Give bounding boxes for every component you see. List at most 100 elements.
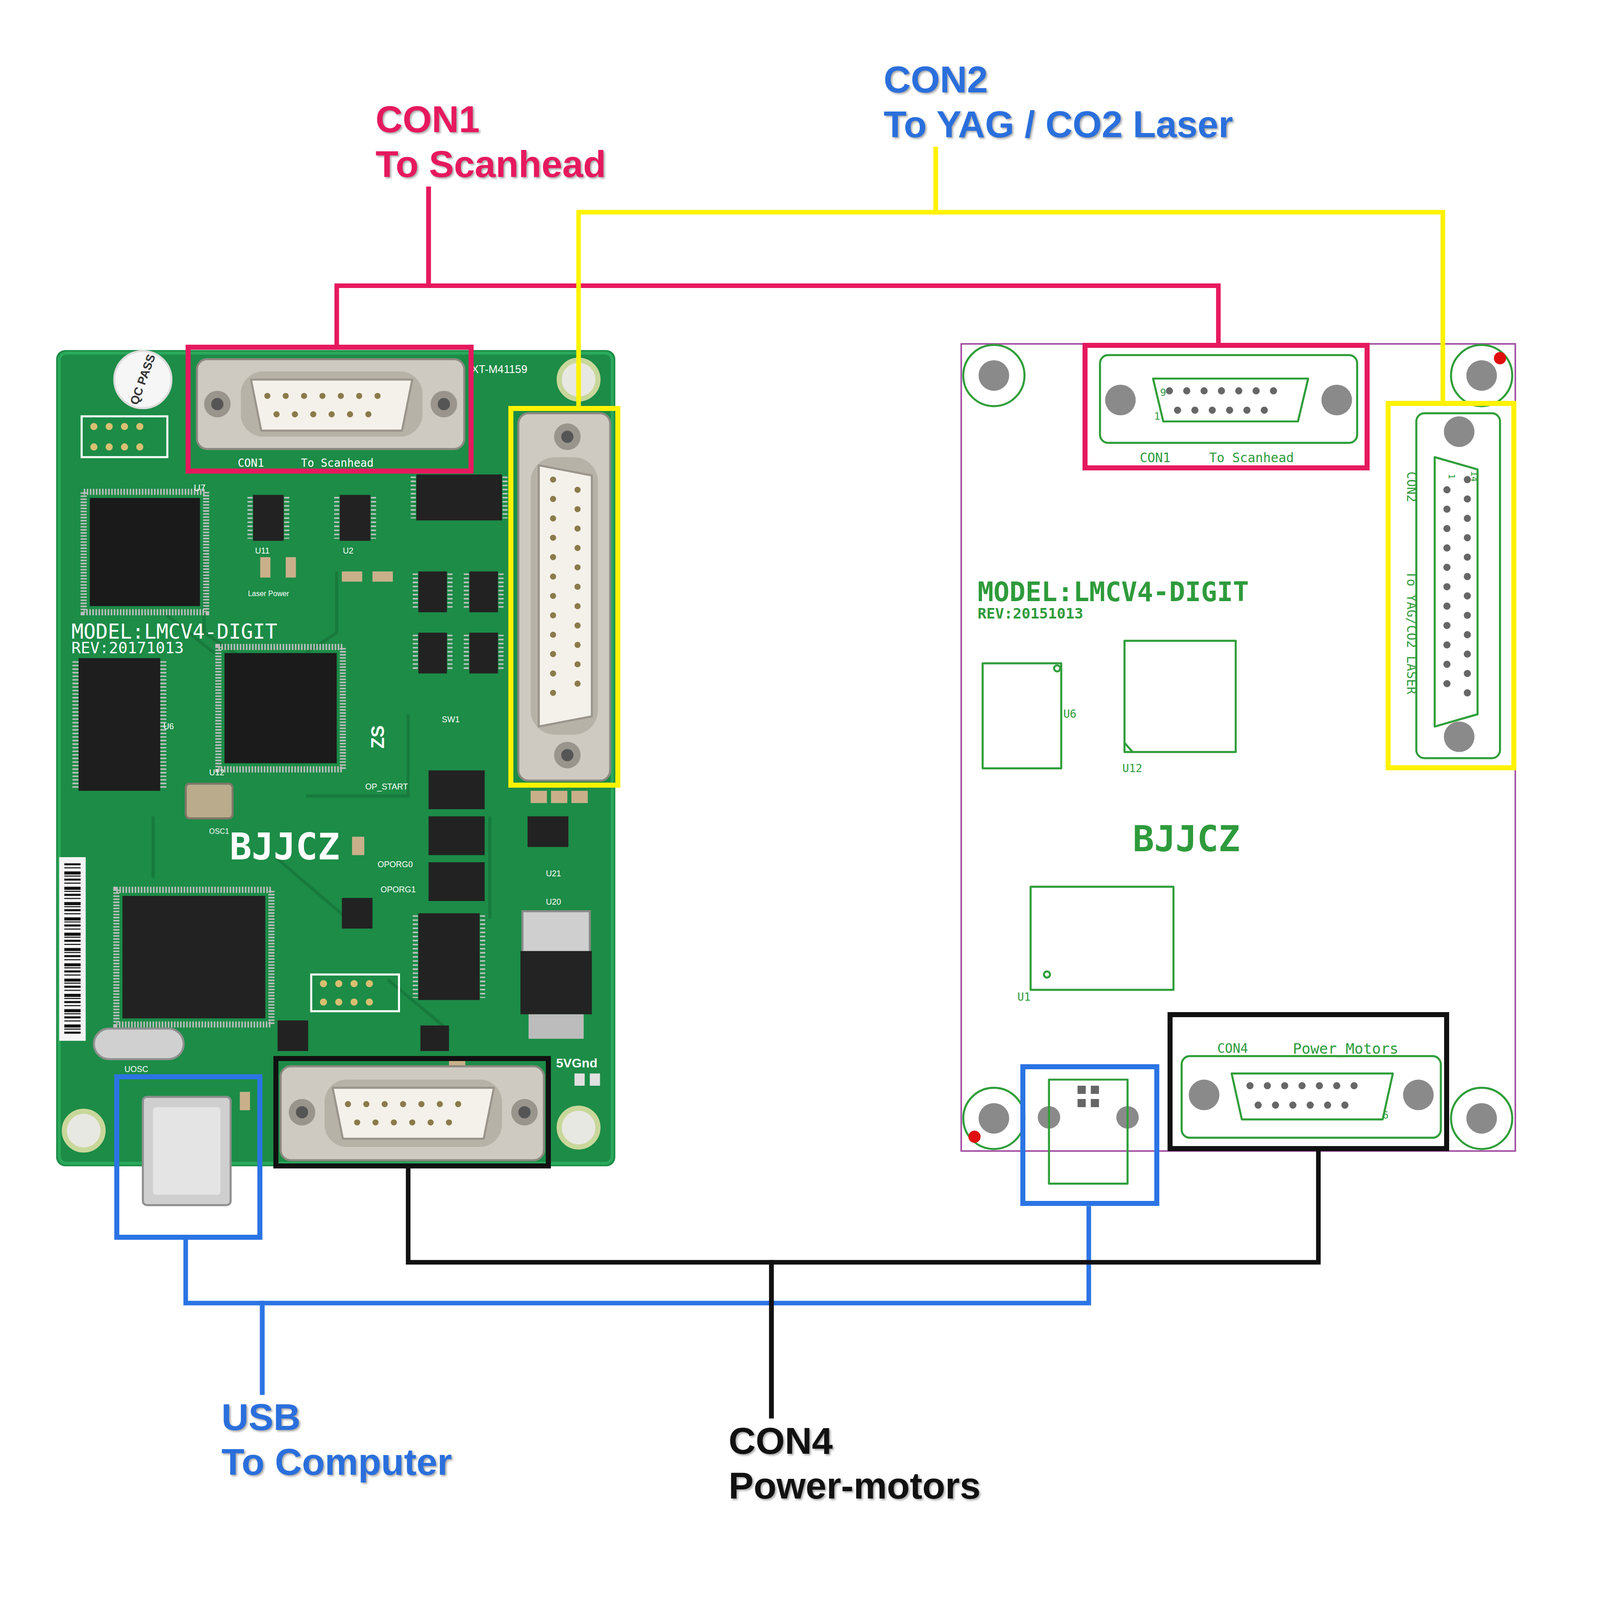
- silkscreen-text: OP_START: [365, 782, 408, 791]
- connector-pins: [574, 489, 581, 704]
- silkscreen-text: OSC1: [209, 827, 230, 836]
- pin-header: [311, 974, 400, 1012]
- sot-chip: [420, 1025, 450, 1051]
- qc-sticker: [114, 351, 172, 409]
- connector-line: [771, 1151, 1319, 1419]
- relay-chip: [428, 862, 486, 902]
- relay-chip: [428, 770, 486, 810]
- smd-part: [352, 836, 365, 855]
- terminal-pad: [589, 1073, 600, 1086]
- silkscreen-text: U6: [1063, 708, 1077, 720]
- sot-chip: [527, 816, 569, 848]
- silkscreen-text: 9: [1160, 387, 1167, 398]
- connector-footprint: [1416, 413, 1500, 758]
- connector-line: [408, 1168, 772, 1419]
- terminal-pad: [574, 1073, 585, 1086]
- usb-pad: [1090, 1098, 1099, 1108]
- qfp-chip: [89, 497, 200, 607]
- connector-screw: [288, 1098, 316, 1126]
- drill-hole: [1466, 1103, 1498, 1134]
- silkscreen-text: U21: [545, 869, 561, 878]
- soic-chip: [469, 632, 499, 674]
- mounting-hole: [559, 1108, 598, 1147]
- header-pins: [323, 998, 385, 1006]
- circuit-board: QC PASSXT-M41159U7U11U2Laser PowerMODEL:…: [56, 350, 616, 1167]
- callout-subtitle: To Scanhead: [375, 141, 606, 187]
- silkscreen-text: U1: [1017, 991, 1031, 1003]
- usb-pad: [1077, 1098, 1086, 1108]
- cpld-chip: [224, 653, 337, 764]
- connector-line: [336, 186, 429, 345]
- silkscreen-text: U7: [193, 483, 206, 493]
- silkscreen-text: BJJCZ: [229, 828, 340, 866]
- sdram-chip: [78, 658, 161, 791]
- pad-row: [1463, 479, 1472, 713]
- silkscreen-text: MODEL:LMCV4-DIGIT: [977, 578, 1249, 606]
- relay-chip: [428, 816, 486, 856]
- connector-line: [262, 1205, 1089, 1395]
- silkscreen-text: OPORG0: [377, 860, 413, 869]
- qfp-chip: [122, 896, 266, 1019]
- chip-pins: [72, 661, 79, 788]
- sot-chip: [341, 897, 373, 929]
- callout-title: USB: [221, 1394, 452, 1440]
- silkscreen-text: To Scanhead: [1209, 451, 1294, 465]
- db15-shell: [197, 359, 465, 449]
- callout-subtitle: Power-motors: [728, 1463, 981, 1509]
- pin-header: [81, 416, 168, 458]
- silkscreen-text: 6: [1382, 1110, 1389, 1121]
- silkscreen-text: Laser Power: [247, 590, 289, 598]
- drill-hole: [978, 1103, 1010, 1134]
- pcb-edge: [58, 352, 613, 1163]
- connector-pins: [267, 392, 396, 399]
- silkscreen-text: 1: [1447, 473, 1457, 480]
- drill-hole: [1402, 1079, 1434, 1111]
- connector-highlight: [273, 1056, 551, 1169]
- mounting-ring: [963, 1087, 1025, 1149]
- db15-flange: [240, 371, 423, 438]
- db15-insert: [250, 379, 413, 431]
- connector-pins: [549, 479, 556, 713]
- crystal: [93, 1028, 184, 1060]
- silkscreen-text: U11: [255, 546, 270, 555]
- connector-highlight: CON2To YAG/CO2 LASER114: [1385, 400, 1517, 771]
- smd-led: [285, 557, 296, 578]
- connector-highlight: 91CON1To Scanhead: [1082, 342, 1370, 471]
- chip-pins: [83, 491, 207, 613]
- usb-b-socket: [143, 1097, 231, 1206]
- mounting-hole: [64, 1111, 104, 1151]
- mounting-ring: [1450, 1087, 1513, 1149]
- soic-chip: [469, 571, 499, 613]
- connector-screw: [518, 1106, 531, 1119]
- silkscreen-text: BJJCZ: [1132, 821, 1241, 857]
- pin1-mark: [1124, 742, 1133, 752]
- regulator-tab: [522, 911, 590, 955]
- silkscreen-text: UOSC: [124, 1065, 149, 1074]
- usb-pad: [1090, 1085, 1099, 1094]
- connector-screw: [554, 741, 581, 769]
- connector-screw: [511, 1098, 538, 1126]
- db15-flange: [324, 1079, 502, 1147]
- silkscreen-text: To YAG/CO2 LASER: [1404, 570, 1418, 695]
- drill-hole: [1104, 384, 1136, 416]
- silkscreen-text: MODEL:LMCV4-DIGIT: [71, 621, 278, 642]
- silkscreen-text: CON1: [237, 457, 265, 469]
- header-pins: [323, 980, 385, 988]
- connector-screw: [437, 398, 451, 411]
- callout-subtitle: To Computer: [221, 1439, 452, 1485]
- pin1-mark: [1054, 665, 1061, 672]
- drill-hole: [1321, 384, 1353, 416]
- connector-highlight: [508, 405, 621, 788]
- connector-screw: [430, 390, 458, 418]
- pad-row: [1177, 406, 1282, 415]
- pad-row: [1169, 387, 1291, 395]
- smd-part: [530, 790, 548, 804]
- silkscreen-text: U12: [1122, 762, 1142, 774]
- soic-chip: [418, 913, 480, 1001]
- dsub-outline: [1231, 1073, 1393, 1120]
- smd-part: [240, 1091, 251, 1110]
- callout-title: CON2: [883, 57, 1233, 102]
